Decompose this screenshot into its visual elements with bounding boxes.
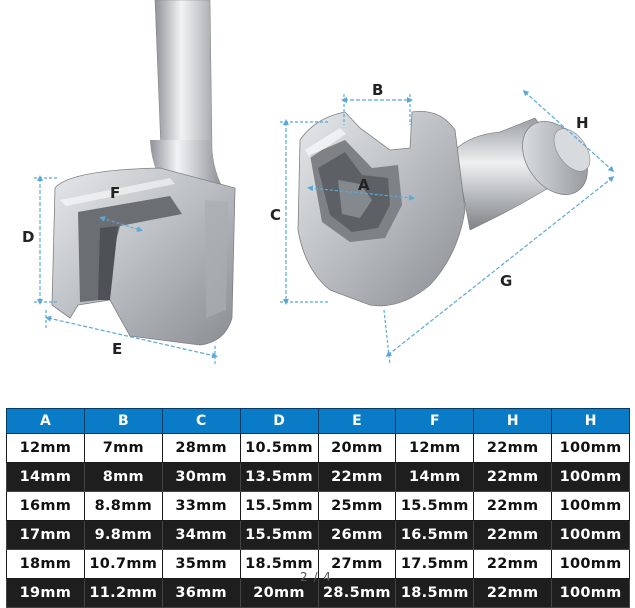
table-cell: 25mm — [317, 491, 397, 521]
table-cell: 22mm — [473, 549, 553, 579]
table-row: 18mm 10.7mm 35mm 18.5mm 27mm 17.5mm 22mm… — [6, 549, 630, 579]
dim-label-g: G — [500, 272, 512, 290]
table-cell: 35mm — [161, 549, 241, 579]
table-cell: 16mm — [6, 491, 85, 521]
table-cell: 18.5mm — [239, 549, 319, 579]
header-cell: A — [6, 408, 85, 434]
left-dimension-lines — [34, 175, 218, 364]
table-cell: 10.7mm — [83, 549, 163, 579]
table-cell: 30mm — [161, 462, 241, 492]
table-cell: 9.8mm — [83, 520, 163, 550]
header-cell: E — [317, 408, 397, 434]
header-cell: D — [239, 408, 319, 434]
dim-label-f: F — [110, 184, 120, 202]
header-cell: H — [473, 408, 553, 434]
table-cell: 14mm — [395, 462, 475, 492]
table-cell: 36mm — [161, 578, 241, 608]
table-cell: 8mm — [83, 462, 163, 492]
table-cell: 8.8mm — [83, 491, 163, 521]
table-row: 16mm 8.8mm 33mm 15.5mm 25mm 15.5mm 22mm … — [6, 491, 630, 521]
table-cell: 15.5mm — [239, 520, 319, 550]
right-wrench — [297, 111, 591, 307]
table-cell: 17mm — [6, 520, 85, 550]
dim-label-d: D — [22, 228, 34, 246]
table-cell: 20mm — [239, 578, 319, 608]
left-wrench — [51, 0, 236, 346]
table-cell: 16.5mm — [395, 520, 475, 550]
table-cell: 22mm — [473, 578, 553, 608]
header-cell: F — [395, 408, 475, 434]
table-row: 14mm 8mm 30mm 13.5mm 22mm 14mm 22mm 100m… — [6, 462, 630, 492]
table-cell: 10.5mm — [239, 433, 319, 463]
header-cell: C — [161, 408, 241, 434]
table-cell: 100mm — [551, 491, 630, 521]
table-cell: 22mm — [473, 433, 553, 463]
table-cell: 17.5mm — [395, 549, 475, 579]
dim-label-b: B — [372, 81, 383, 99]
table-cell: 22mm — [473, 462, 553, 492]
table-cell: 20mm — [317, 433, 397, 463]
wrench-dimension-diagram: D F E B A C H G — [22, 0, 615, 366]
table-cell: 22mm — [473, 491, 553, 521]
table-row: 19mm 11.2mm 36mm 20mm 28.5mm 18.5mm 22mm… — [6, 578, 630, 608]
spec-table-header: A B C D E F H H — [6, 408, 630, 434]
table-cell: 27mm — [317, 549, 397, 579]
dim-label-a: A — [358, 176, 370, 194]
table-row: 12mm 7mm 28mm 10.5mm 20mm 12mm 22mm 100m… — [6, 433, 630, 463]
table-cell: 22mm — [473, 520, 553, 550]
spec-table: A B C D E F H H 12mm 7mm 28mm 10.5mm 20m… — [6, 408, 630, 608]
dim-label-h: H — [576, 114, 589, 132]
table-cell: 22mm — [317, 462, 397, 492]
table-cell: 11.2mm — [83, 578, 163, 608]
table-cell: 26mm — [317, 520, 397, 550]
right-dimension-lines — [280, 89, 615, 366]
table-cell: 100mm — [551, 520, 630, 550]
table-cell: 19mm — [6, 578, 85, 608]
table-cell: 7mm — [83, 433, 163, 463]
table-cell: 18.5mm — [395, 578, 475, 608]
header-cell: B — [83, 408, 163, 434]
table-cell: 15.5mm — [395, 491, 475, 521]
table-cell: 18mm — [6, 549, 85, 579]
page-indicator: 2 / 4 — [300, 570, 332, 584]
table-cell: 100mm — [551, 549, 630, 579]
table-cell: 13.5mm — [239, 462, 319, 492]
table-cell: 12mm — [6, 433, 85, 463]
table-cell: 100mm — [551, 433, 630, 463]
dim-label-e: E — [112, 340, 122, 358]
table-cell: 100mm — [551, 462, 630, 492]
dim-label-c: C — [270, 206, 281, 224]
table-cell: 34mm — [161, 520, 241, 550]
table-cell: 15.5mm — [239, 491, 319, 521]
table-row: 17mm 9.8mm 34mm 15.5mm 26mm 16.5mm 22mm … — [6, 520, 630, 550]
table-cell: 12mm — [395, 433, 475, 463]
header-cell: H — [551, 408, 630, 434]
table-cell: 100mm — [551, 578, 630, 608]
table-cell: 33mm — [161, 491, 241, 521]
table-cell: 14mm — [6, 462, 85, 492]
table-cell: 28mm — [161, 433, 241, 463]
